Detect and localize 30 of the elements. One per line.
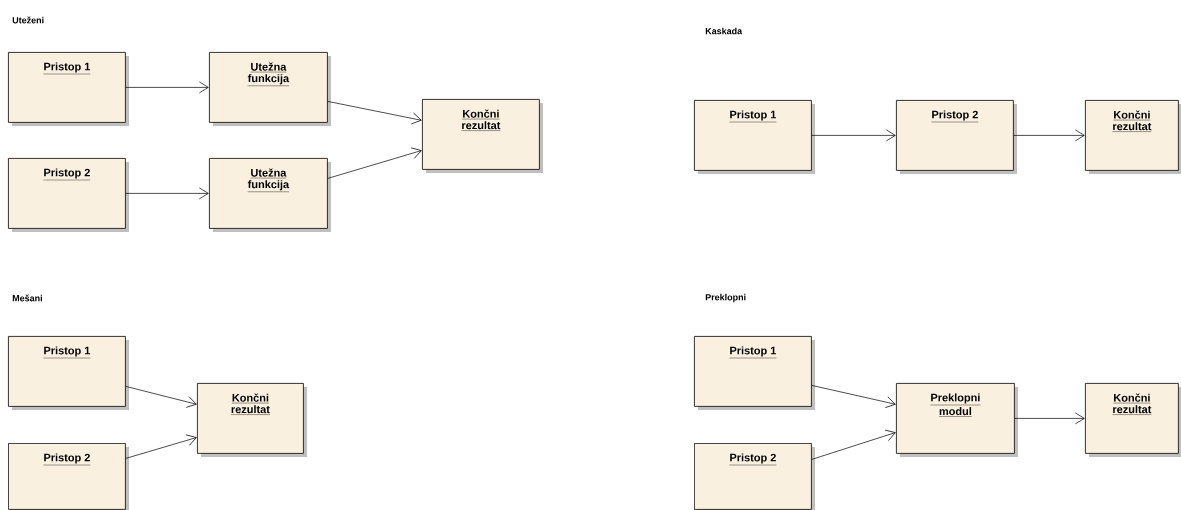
section-heading: Kaskada [705,27,743,35]
arrow [125,386,197,408]
arrow [811,429,896,460]
class-box: Končni rezultat [1085,383,1181,457]
arrow [1013,129,1085,142]
class-box: Končni rezultat [1085,100,1181,174]
arrow [811,385,896,408]
class-box: Pristop 1 [694,100,815,174]
class-box: Pristop 1 [8,336,129,410]
arrow [125,81,209,94]
class-box: Utežna funkcija [209,52,331,126]
class-box: Pristop 2 [896,100,1017,174]
class-box: Pristop 2 [8,443,129,510]
section-heading: Mešani [12,294,42,302]
arrow [327,101,422,125]
class-box: Končni rezultat [422,99,543,173]
section-heading: Preklopni [705,293,746,303]
class-box: Končni rezultat [197,383,307,457]
section-heading: Uteženi [12,16,44,24]
class-box: Pristop 1 [694,336,815,410]
arrow [125,187,209,200]
arrow [125,434,197,459]
class-box: Pristop 2 [8,158,129,232]
class-box: Pristop 2 [694,443,815,510]
arrow [327,147,422,179]
arrow [1014,412,1085,425]
class-box: Preklopni modul [896,383,1018,457]
class-box: Utežna funkcija [209,158,331,232]
arrow [811,129,896,142]
class-box: Pristop 1 [8,52,129,126]
